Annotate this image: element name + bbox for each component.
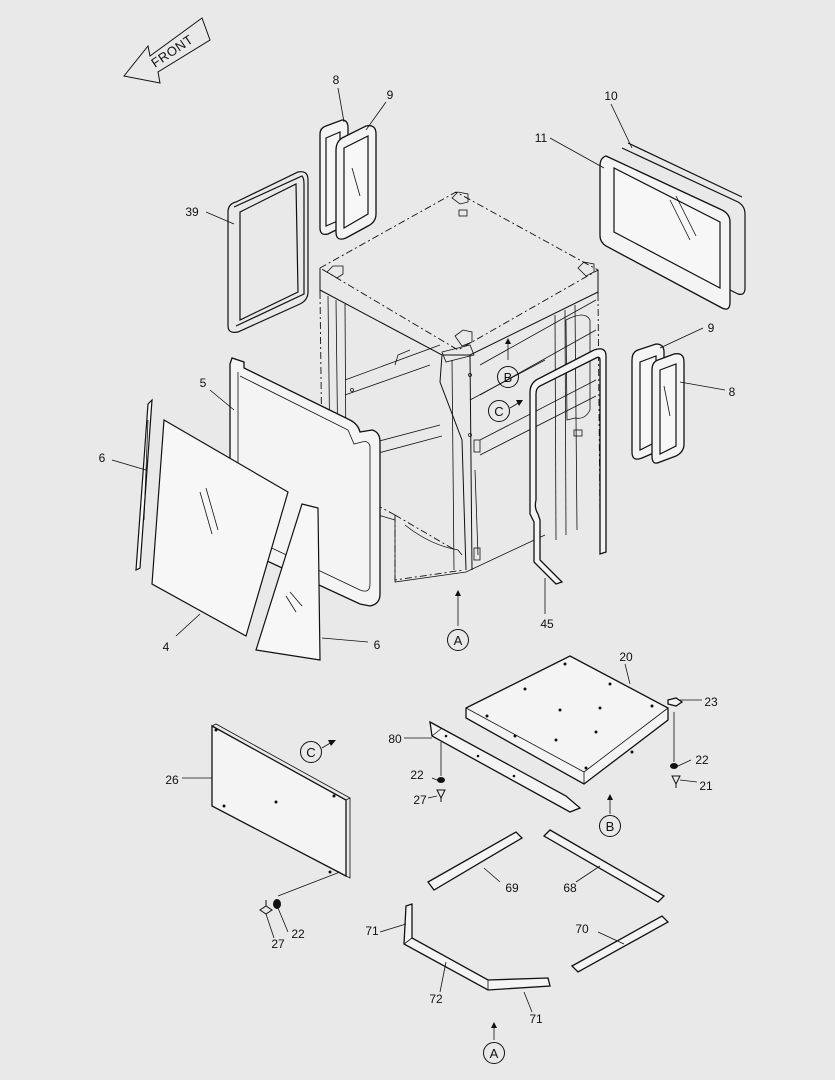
marker-letter: B (606, 819, 615, 834)
callout-70: 70 (575, 922, 589, 936)
section-marker-b-upper: B (497, 366, 519, 388)
callout-71-b: 71 (529, 1012, 543, 1026)
callout-6-bottom: 6 (374, 638, 381, 652)
strip-69 (427, 831, 524, 891)
cab-frame (309, 191, 601, 583)
front-glass-4 (151, 418, 289, 637)
small-window-right (631, 343, 685, 464)
door-frame-seal-45 (529, 348, 607, 585)
glass-triangle-6 (255, 503, 321, 661)
callout-22-c: 22 (291, 927, 305, 941)
strip-68 (542, 829, 666, 903)
panel-26 (211, 723, 351, 879)
small-window-upper (319, 119, 377, 240)
fasteners (259, 697, 684, 915)
strip-70 (570, 915, 670, 973)
strip-72-71 (403, 903, 551, 991)
callout-10: 10 (604, 89, 618, 103)
front-arrow: FRONT (123, 17, 211, 84)
side-window-seal-39 (227, 171, 309, 333)
callout-8-right: 8 (729, 385, 736, 399)
glass-strip-6-left (135, 398, 153, 572)
callout-6-left: 6 (99, 451, 106, 465)
section-marker-a-upper: A (447, 629, 469, 651)
section-marker-c-lower: C (300, 741, 322, 763)
marker-letter: A (490, 1046, 499, 1061)
callout-71-a: 71 (365, 924, 379, 938)
callout-4: 4 (163, 640, 170, 654)
callout-72: 72 (429, 992, 443, 1006)
front-label: FRONT (148, 32, 196, 71)
marker-letter: C (494, 404, 503, 419)
callout-9-right: 9 (708, 321, 715, 335)
callout-68: 68 (563, 881, 577, 895)
callout-numbers: 8 9 10 11 39 9 8 5 6 4 6 45 20 23 80 22 … (99, 73, 736, 1026)
callout-5: 5 (200, 376, 207, 390)
callout-22-b: 22 (695, 753, 709, 767)
callout-21: 21 (699, 779, 713, 793)
callout-69: 69 (505, 881, 519, 895)
leader-lines (111, 87, 726, 1013)
marker-arrows (321, 338, 613, 1040)
callout-80: 80 (388, 732, 402, 746)
panel-20 (465, 655, 669, 785)
callout-27-a: 27 (413, 793, 427, 807)
callout-8-top: 8 (333, 73, 340, 87)
rail-80 (429, 720, 582, 813)
callout-22-a: 22 (410, 768, 424, 782)
callout-39: 39 (185, 205, 199, 219)
section-marker-c-upper: C (488, 400, 510, 422)
callout-11: 11 (535, 131, 548, 145)
callout-27-b: 27 (271, 937, 285, 951)
callout-20: 20 (619, 650, 633, 664)
section-marker-b-lower: B (599, 815, 621, 837)
callout-9-top: 9 (387, 88, 394, 102)
rear-window-assembly (599, 142, 746, 310)
callout-45: 45 (540, 617, 554, 631)
callout-23: 23 (704, 695, 718, 709)
marker-letter: C (306, 745, 315, 760)
callout-26: 26 (165, 773, 179, 787)
marker-letter: B (504, 370, 513, 385)
marker-letter: A (454, 633, 463, 648)
section-marker-a-lower: A (483, 1042, 505, 1064)
